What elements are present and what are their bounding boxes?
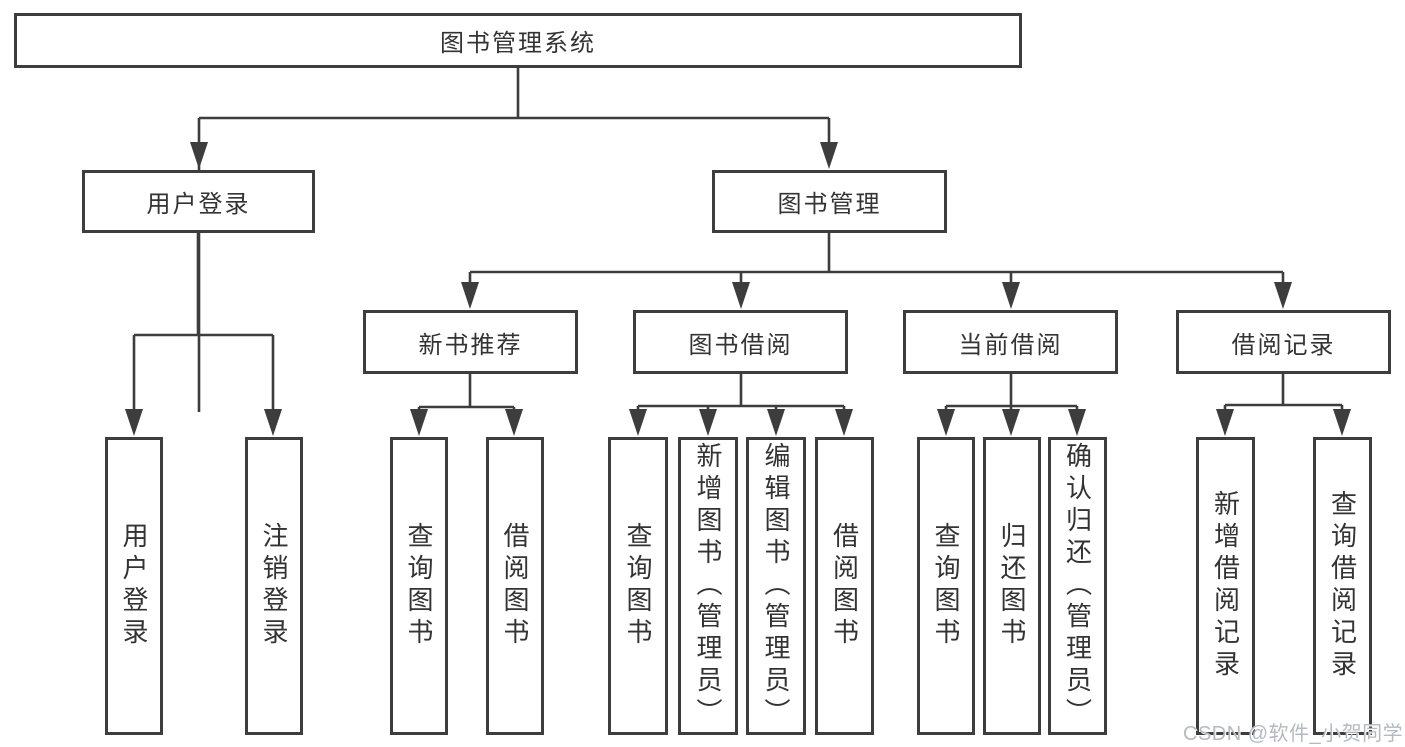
arrowhead-icon [1333, 409, 1351, 436]
arrowhead-icon [732, 282, 750, 309]
node-label: 当前借阅 [958, 331, 1063, 359]
connector-new-book-to-leaves [410, 374, 523, 436]
connector-line [417, 374, 516, 414]
node-current-borrowing: 当前借阅 [903, 310, 1118, 374]
node-label: 归还图书 [997, 522, 1027, 650]
leaf-borrow-books: 借阅图书 [815, 437, 874, 735]
node-label: 借阅记录 [1231, 331, 1336, 359]
arrowhead-icon [461, 282, 479, 309]
node-borrowing-records: 借阅记录 [1176, 310, 1391, 374]
leaf-logout: 注销登录 [245, 437, 303, 735]
leaf-return-book: 归还图书 [983, 437, 1041, 735]
node-label: 查询借阅记录 [1327, 490, 1358, 682]
connector-line [132, 233, 275, 414]
arrowhead-icon [1002, 282, 1020, 309]
arrowhead-icon [505, 409, 523, 436]
connector-root-to-level2 [190, 68, 838, 412]
leaf-edit-book-admin: 编辑图书（管理员） [746, 437, 806, 735]
arrowhead-icon [410, 409, 428, 436]
node-library-management-system: 图书管理系统 [14, 13, 1022, 68]
arrowhead-icon [190, 142, 208, 169]
node-label: 用户登录 [119, 522, 149, 650]
node-label: 图书管理系统 [440, 30, 596, 57]
connector-line [197, 68, 831, 412]
node-label: 查询图书 [931, 522, 961, 650]
node-label: 用户登录 [146, 191, 251, 218]
leaf-borrow-books-recommend: 借阅图书 [486, 437, 544, 735]
connector-borrow-records-to-leaves [1216, 374, 1351, 436]
node-label: 借阅图书 [829, 522, 860, 650]
arrowhead-icon [1068, 409, 1086, 436]
leaf-query-books-borrow: 查询图书 [608, 437, 668, 735]
leaf-user-login: 用户登录 [105, 437, 163, 735]
arrowhead-icon [699, 409, 717, 436]
node-label: 查询图书 [623, 522, 653, 650]
node-label: 新书推荐 [418, 331, 523, 359]
leaf-query-books-recommend: 查询图书 [390, 437, 448, 735]
node-label: 图书借阅 [688, 331, 793, 359]
leaf-confirm-return-admin: 确认归还（管理员） [1048, 437, 1107, 735]
connector-book-borrow-to-leaves [629, 374, 853, 436]
node-label: 新增图书（管理员） [693, 442, 723, 730]
node-user-login: 用户登录 [82, 170, 315, 233]
arrowhead-icon [629, 409, 647, 436]
node-label: 借阅图书 [500, 522, 530, 650]
connector-line [636, 374, 846, 414]
node-book-management: 图书管理 [712, 170, 947, 233]
leaf-query-books-current: 查询图书 [917, 437, 975, 735]
arrowhead-icon [767, 409, 785, 436]
connector-user-login-to-leaves [125, 233, 282, 436]
node-book-borrowing: 图书借阅 [633, 310, 848, 374]
connector-line [468, 233, 1285, 288]
connector-line [1223, 374, 1344, 414]
arrowhead-icon [937, 409, 955, 436]
node-label: 编辑图书（管理员） [761, 442, 791, 730]
arrowhead-icon [1274, 282, 1292, 309]
node-label: 查询图书 [404, 522, 434, 650]
arrowhead-icon [820, 142, 838, 169]
leaf-add-borrow-record: 新增借阅记录 [1196, 437, 1255, 735]
arrowhead-icon [264, 409, 282, 436]
connector-current-borrow-to-leaves [937, 374, 1086, 436]
node-label: 注销登录 [259, 522, 289, 650]
arrowhead-icon [1216, 409, 1234, 436]
csdn-watermark: CSDN @软件_小贺同学 [1183, 723, 1404, 745]
leaf-query-borrow-record: 查询借阅记录 [1313, 437, 1372, 735]
leaf-add-book-admin: 新增图书（管理员） [678, 437, 738, 735]
arrowhead-icon [835, 409, 853, 436]
node-label: 图书管理 [777, 191, 882, 218]
node-label: 新增借阅记录 [1210, 490, 1241, 682]
node-new-book-recommendation: 新书推荐 [363, 310, 578, 374]
connector-line [944, 374, 1079, 414]
arrowhead-icon [125, 409, 143, 436]
connector-book-management-to-level3 [461, 233, 1292, 309]
arrowhead-icon [1002, 409, 1020, 436]
node-label: 确认归还（管理员） [1062, 442, 1093, 730]
